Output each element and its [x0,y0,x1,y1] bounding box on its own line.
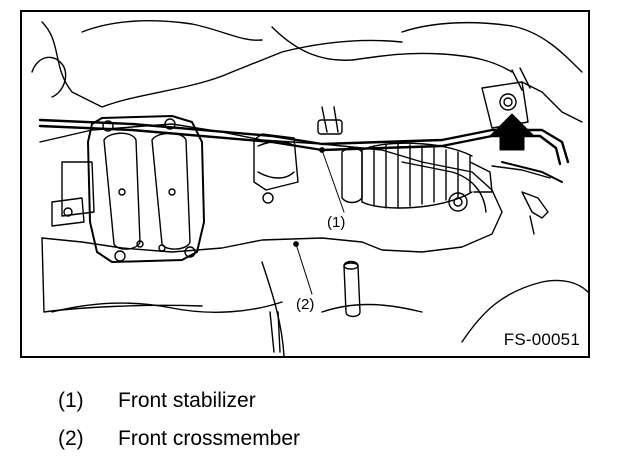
legend-number: (1) [58,389,84,412]
legend: (1) Front stabilizer (2) Front crossmemb… [58,382,300,458]
stabilizer-line-drawing [31,20,588,356]
figure-code: FS-00051 [503,330,580,349]
callout-2: (2) [296,296,315,313]
legend-text: Front crossmember [118,427,301,450]
legend-text: Front stabilizer [118,389,256,412]
service-illustration: (1) (2) FS-00051 [20,10,590,358]
callout-1: (1) [327,214,346,231]
legend-item: (2) Front crossmember [58,420,300,458]
legend-item: (1) Front stabilizer [58,382,300,420]
legend-number: (2) [58,427,84,450]
